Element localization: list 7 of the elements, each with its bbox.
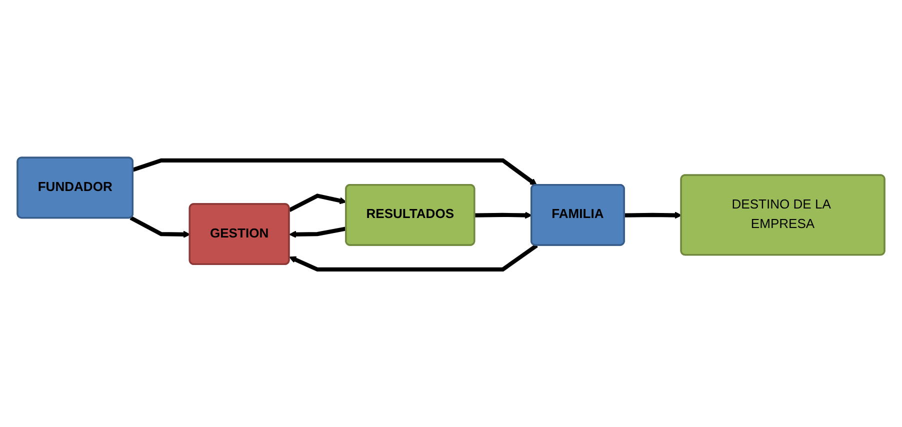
arrow [474,212,532,219]
arrow [132,158,538,186]
arrow [289,226,347,238]
arrow [288,194,347,212]
arrow [624,212,682,219]
arrow [289,244,538,272]
arrow [130,216,190,238]
